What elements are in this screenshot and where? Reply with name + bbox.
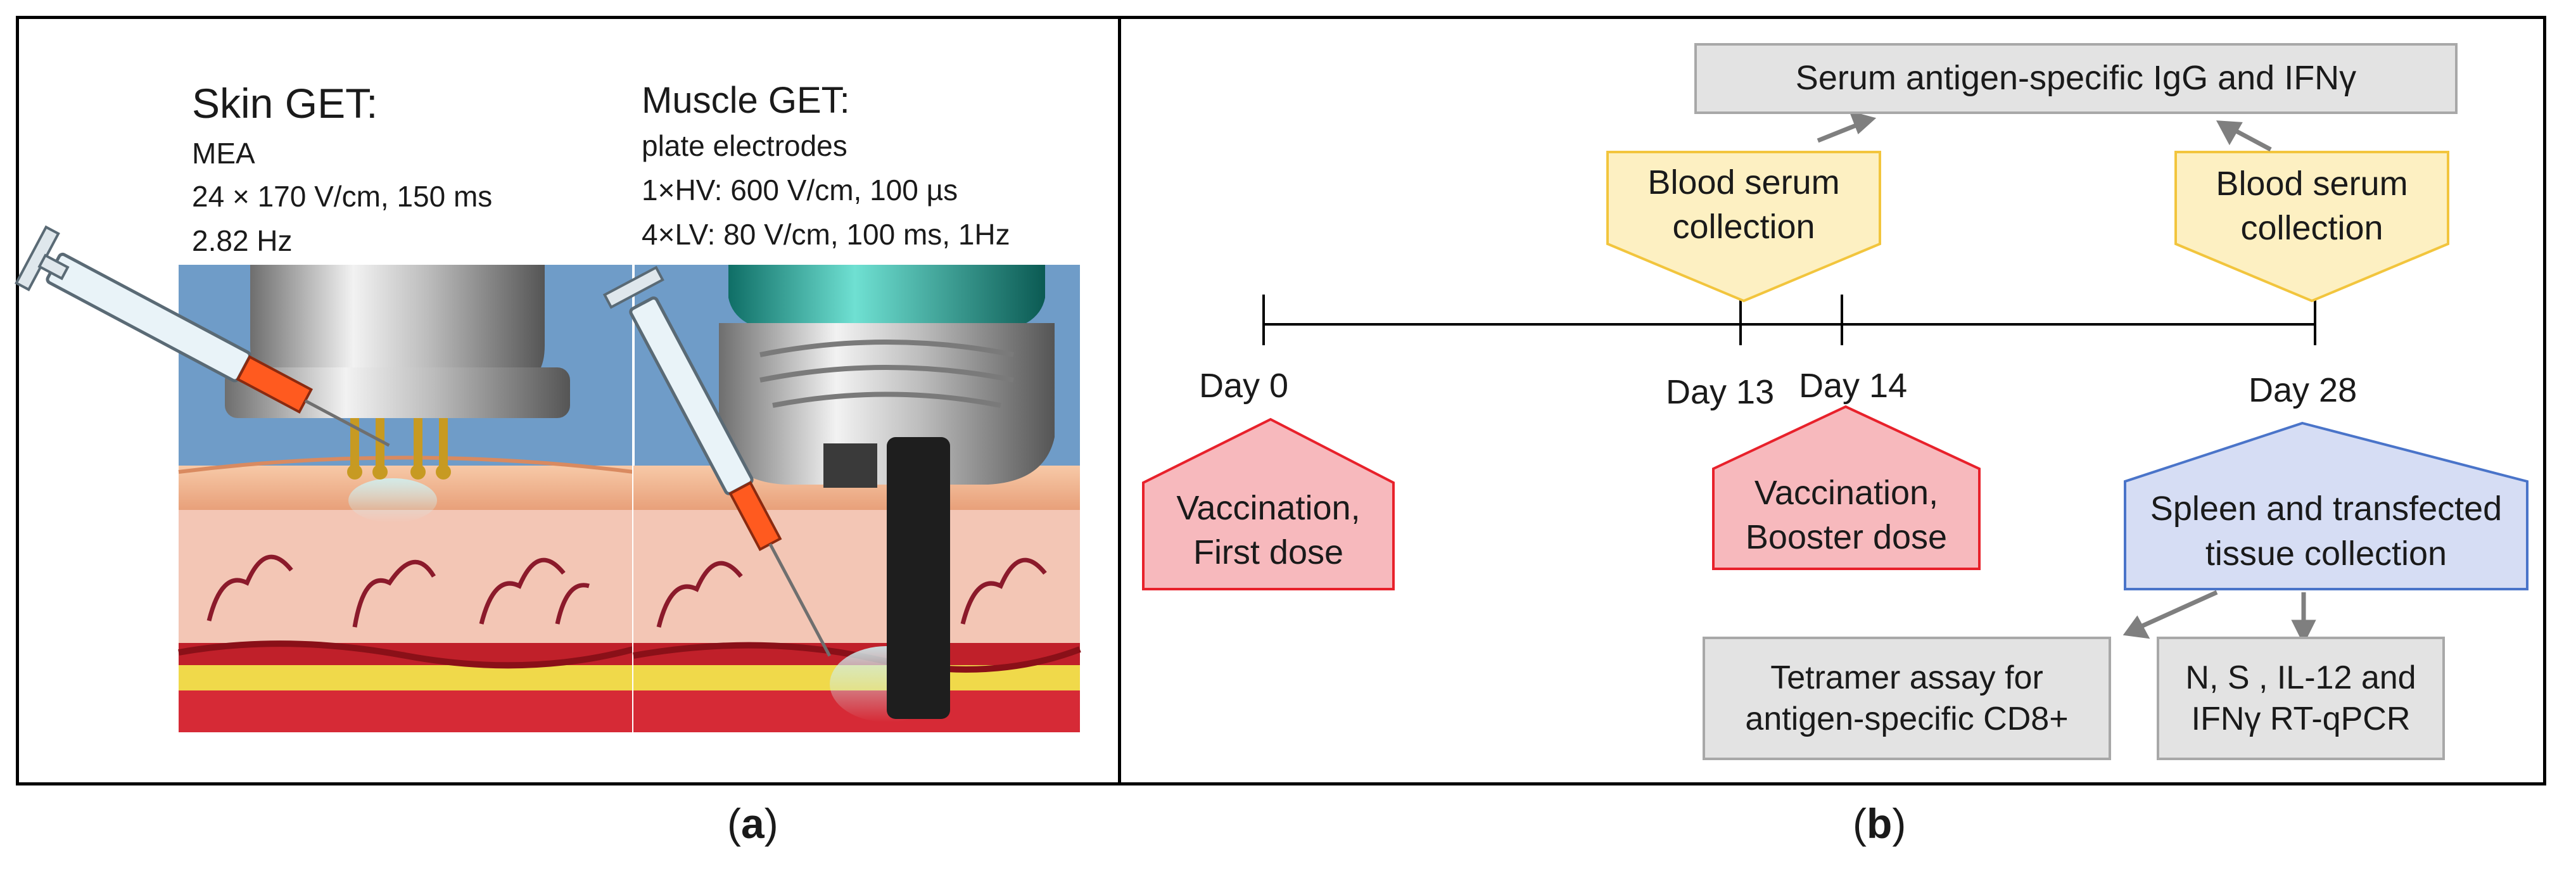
arrows	[1817, 110, 2316, 645]
skin-get-mea: MEA	[192, 137, 255, 170]
panel-b-label: (b)	[1853, 800, 1907, 847]
panel-a-label: (a)	[727, 800, 778, 847]
skin-get-scene	[15, 225, 635, 732]
skin-get-title: Skin GET:	[192, 80, 378, 127]
day-0-label: Day 0	[1199, 367, 1289, 405]
spleen-shape	[2124, 421, 2528, 590]
skin-get-frequency: 2.82 Hz	[192, 224, 293, 257]
muscle-get-lv: 4×LV: 80 V/cm, 100 ms, 1Hz	[642, 218, 1010, 251]
muscle-get-scene	[602, 265, 1081, 732]
serum-box: Serum antigen-specific IgG and IFNγ	[1694, 43, 2458, 114]
muscle-get-title: Muscle GET:	[642, 80, 850, 121]
vaccination-booster-text: Vaccination,Booster dose	[1745, 473, 1948, 556]
timeline	[1262, 295, 2316, 345]
day-28-label: Day 28	[2249, 371, 2357, 409]
vaccination-first-text: Vaccination,First dose	[1176, 488, 1361, 571]
blood-serum-shape-2	[2174, 151, 2449, 303]
blood-serum-shape-1	[1606, 151, 1881, 303]
vaccination-booster-shape	[1712, 405, 1981, 570]
muscle-get-electrodes: plate electrodes	[642, 129, 847, 162]
vaccination-first-shape	[1142, 417, 1395, 590]
day-14-label: Day 14	[1799, 367, 1908, 405]
skin-get-params: 24 × 170 V/cm, 150 ms	[192, 180, 493, 213]
panel-b-frame	[1118, 16, 2546, 785]
day-13-label: Day 13	[1666, 373, 1775, 411]
muscle-get-hv: 1×HV: 600 V/cm, 100 µs	[642, 174, 958, 207]
